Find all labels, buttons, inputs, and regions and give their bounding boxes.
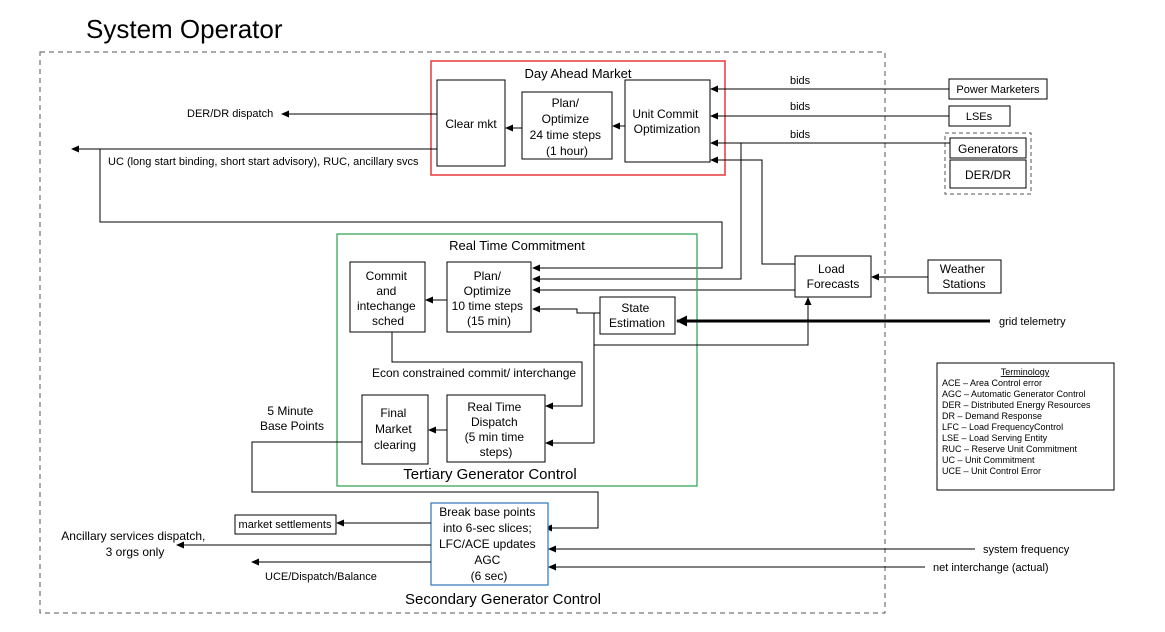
system-frequency-label: system frequency: [983, 544, 1070, 556]
real-time-commitment-frame: [336, 233, 698, 487]
connector-state-to-forecasts: [593, 297, 812, 346]
base-points-label: 5 Minute Base Points: [260, 404, 324, 433]
clear-market-label: Clear mkt: [445, 117, 497, 131]
terminology-box: [936, 362, 1115, 491]
real-time-dispatch-label: Real Time Dispatch (5 min time steps): [465, 400, 528, 459]
generators-box: [949, 137, 1027, 159]
connector-uc-to-real-time-plan: [99, 149, 723, 272]
real-time-plan-label: Plan/ Optimize 10 time steps (15 min): [452, 269, 527, 328]
connector-base-points: [251, 441, 599, 532]
diagram-title: System Operator: [86, 14, 283, 44]
uc-output-label: UC (long start binding, short start advi…: [108, 156, 419, 168]
bids-label-2: bids: [790, 101, 811, 113]
day-ahead-market-heading: Day Ahead Market: [525, 66, 632, 81]
generators-label: Generators: [958, 142, 1018, 156]
weather-stations-box: [927, 259, 1002, 294]
terminology-heading: Terminology: [1001, 367, 1050, 377]
secondary-control-box-label: Break base points into 6-sec slices; LFC…: [439, 505, 539, 583]
day-ahead-market-frame: [430, 60, 726, 176]
clear-market-box: [436, 79, 506, 167]
ancillary-services-label: Ancillary services dispatch, 3 orgs only: [61, 529, 208, 559]
connector-forecasts-to-unit-commit: [710, 156, 795, 265]
real-time-dispatch-box: [446, 394, 546, 463]
secondary-control-label: Secondary Generator Control: [405, 591, 601, 608]
derdr-label: DER/DR: [965, 168, 1011, 182]
unit-commit-label: Unit Commit Optimization: [632, 107, 701, 136]
connector-state-to-rtd: [545, 345, 595, 447]
connector-bids-to-real-time-plan: [532, 143, 742, 283]
market-settlements-label: market settlements: [239, 519, 332, 531]
grid-telemetry-label: grid telemetry: [999, 316, 1066, 328]
secondary-control-box: [430, 502, 549, 586]
bids-label-3: bids: [790, 129, 811, 141]
commit-sched-box: [349, 261, 426, 333]
state-estimation-label: State Estimation: [609, 301, 665, 330]
econ-constrained-label: Econ constrained commit/ interchange: [372, 366, 576, 380]
real-time-plan-box: [446, 261, 532, 333]
day-ahead-plan-label: Plan/ Optimize 24 time steps (1 hour): [530, 96, 605, 158]
net-interchange-label: net interchange (actual): [933, 562, 1049, 574]
connector-econ-constrained: [391, 332, 583, 410]
weather-stations-label: Weather Stations: [940, 262, 988, 291]
lses-label: LSEs: [966, 111, 993, 123]
derdr-box: [949, 159, 1027, 189]
final-market-label: Final Market clearing: [374, 406, 416, 452]
final-market-box: [361, 394, 429, 465]
real-time-commitment-heading: Real Time Commitment: [449, 238, 585, 253]
der-dispatch-label: DER/DR dispatch: [187, 108, 273, 120]
generators-group-frame: [944, 132, 1032, 195]
commit-sched-label: Commit and intechange sched: [357, 269, 419, 328]
power-marketers-label: Power Marketers: [956, 84, 1040, 96]
connector-state-to-plan: [532, 305, 600, 314]
system-operator-boundary: [39, 51, 886, 614]
unit-commit-box: [624, 79, 711, 163]
terminology-list: ACE – Area Control error AGC – Automatic…: [942, 378, 1093, 476]
tertiary-control-label: Tertiary Generator Control: [403, 466, 576, 483]
bids-label-1: bids: [790, 75, 811, 87]
load-forecasts-label: Load Forecasts: [807, 262, 860, 291]
state-estimation-box: [599, 296, 676, 335]
uce-dispatch-label: UCE/Dispatch/Balance: [265, 571, 377, 583]
